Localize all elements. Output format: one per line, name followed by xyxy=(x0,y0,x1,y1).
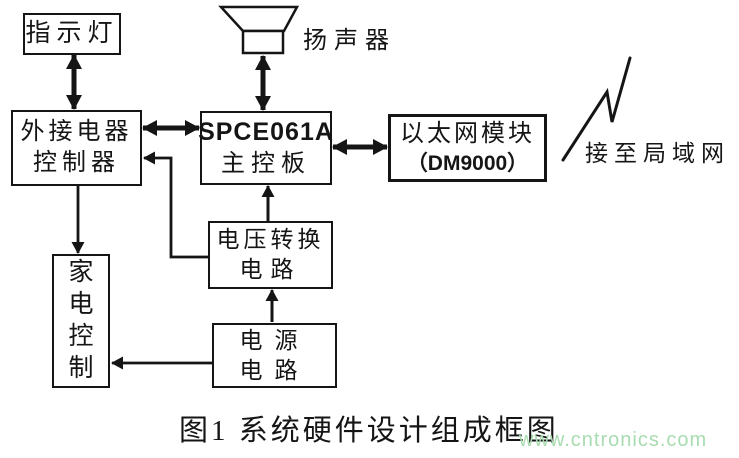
box-main-board: SPCE061A 主控板 xyxy=(198,111,334,185)
watermark: www.cntronics.com xyxy=(519,429,708,451)
voltage-converter-line2: 电路 xyxy=(239,257,302,282)
external-controller-line2: 控制器 xyxy=(33,150,120,176)
box-ethernet-module: 以太网模块 （DM9000） xyxy=(388,114,547,182)
voltage-converter-line1: 电压转换 xyxy=(216,227,325,253)
box-voltage-converter: 电压转换 电路 xyxy=(208,221,333,289)
main-board-line2: 主控板 xyxy=(221,150,311,177)
speaker-icon xyxy=(218,5,300,55)
external-controller-line1: 外接电器 xyxy=(20,118,133,145)
lan-label: 接至局域网 xyxy=(585,141,730,166)
ethernet-module-line1: 以太网模块 xyxy=(400,120,535,147)
figure-caption: 图1 系统硬件设计组成框图 xyxy=(179,415,559,447)
main-board-line1: SPCE061A xyxy=(198,118,334,147)
ethernet-module-line2: （DM9000） xyxy=(406,151,529,175)
power-circuit-line1: 电源 xyxy=(239,327,310,353)
indicator-light-label: 指示灯 xyxy=(25,19,119,47)
speaker-label: 扬声器 xyxy=(303,28,396,54)
power-circuit-line2: 电路 xyxy=(239,357,310,383)
appliance-control-label: 家电控制 xyxy=(68,259,94,382)
box-appliance-control: 家电控制 xyxy=(52,254,110,388)
box-indicator-light: 指示灯 xyxy=(23,13,121,55)
box-power-circuit: 电源 电路 xyxy=(212,323,337,388)
box-external-controller: 外接电器 控制器 xyxy=(11,110,142,186)
arrow-voltage-controller xyxy=(143,151,208,259)
